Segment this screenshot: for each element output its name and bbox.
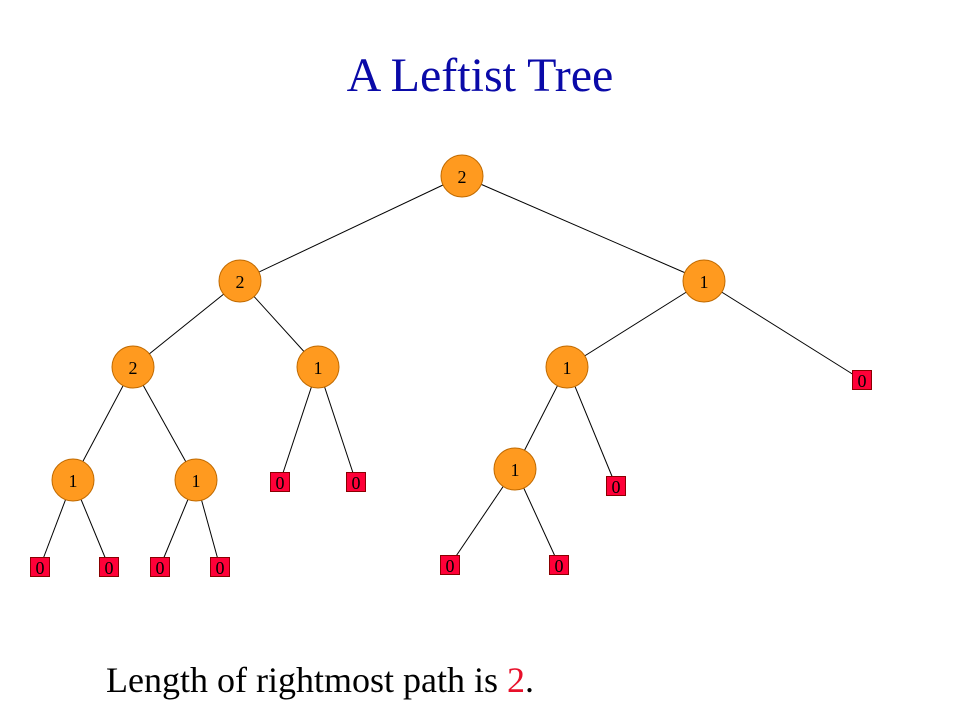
- node-label: 1: [314, 358, 323, 378]
- tree-edge: [703, 280, 863, 381]
- slide-title: A Leftist Tree: [346, 49, 614, 102]
- internal-node-circle: [682, 259, 726, 303]
- node-label: 0: [105, 558, 114, 578]
- node-label: 0: [156, 558, 165, 578]
- node-label: 1: [511, 460, 520, 480]
- external-node-square: [150, 557, 170, 577]
- caption-text: Length of rightmost path is: [106, 660, 507, 700]
- node-label: 0: [446, 556, 455, 576]
- external-node: 0: [549, 555, 569, 576]
- internal-node-circle: [111, 345, 155, 389]
- external-node: 0: [440, 555, 460, 576]
- internal-node-circle: [545, 345, 589, 389]
- internal-node: 1: [296, 345, 340, 389]
- node-label: 0: [352, 473, 361, 493]
- external-node: 0: [30, 557, 50, 578]
- external-node: 0: [606, 476, 626, 497]
- external-node-square: [346, 472, 366, 492]
- node-label: 1: [563, 358, 572, 378]
- tree-edge: [461, 175, 705, 282]
- tree-edge: [566, 280, 705, 368]
- tree-edge: [132, 280, 241, 368]
- internal-node-circle: [493, 447, 537, 491]
- node-label: 0: [36, 558, 45, 578]
- rightmost-path-length: 2: [506, 660, 525, 700]
- caption-period: .: [524, 660, 534, 700]
- node-label: 0: [216, 558, 225, 578]
- internal-node-circle: [440, 154, 484, 198]
- node-label: 0: [858, 371, 867, 391]
- external-node-square: [606, 476, 626, 496]
- external-node: 0: [99, 557, 119, 578]
- internal-node: 2: [440, 154, 484, 198]
- external-node-square: [440, 555, 460, 575]
- node-label: 0: [612, 477, 621, 497]
- node-label: 1: [69, 471, 78, 491]
- caption: Length of rightmost path is 2.: [106, 662, 534, 698]
- external-node-square: [852, 370, 872, 390]
- internal-node: 2: [218, 259, 262, 303]
- node-label: 2: [236, 272, 245, 292]
- external-node-square: [99, 557, 119, 577]
- tree-edge: [239, 175, 463, 282]
- internal-node: 1: [493, 447, 537, 491]
- internal-node: 1: [682, 259, 726, 303]
- node-label: 2: [458, 167, 467, 187]
- internal-node-circle: [51, 458, 95, 502]
- node-label: 0: [555, 556, 564, 576]
- node-label: 0: [276, 473, 285, 493]
- external-node-square: [270, 472, 290, 492]
- internal-node: 1: [174, 458, 218, 502]
- tree-edge: [132, 366, 197, 481]
- internal-node: 1: [51, 458, 95, 502]
- external-node-square: [30, 557, 50, 577]
- node-label: 2: [129, 358, 138, 378]
- external-node: 0: [150, 557, 170, 578]
- internal-node: 2: [111, 345, 155, 389]
- external-node: 0: [852, 370, 872, 391]
- internal-node-circle: [218, 259, 262, 303]
- node-label: 1: [700, 272, 709, 292]
- external-node: 0: [346, 472, 366, 493]
- internal-node: 1: [545, 345, 589, 389]
- external-node: 0: [270, 472, 290, 493]
- internal-node-circle: [174, 458, 218, 502]
- node-label: 1: [192, 471, 201, 491]
- internal-node-circle: [296, 345, 340, 389]
- tree-edges: [39, 175, 863, 568]
- external-node: 0: [210, 557, 230, 578]
- external-node-square: [210, 557, 230, 577]
- tree-nodes: 2 2 1 2 1 1 0 1 1 0 0 1 0 0 0 0 0 0 0: [30, 154, 872, 578]
- external-node-square: [549, 555, 569, 575]
